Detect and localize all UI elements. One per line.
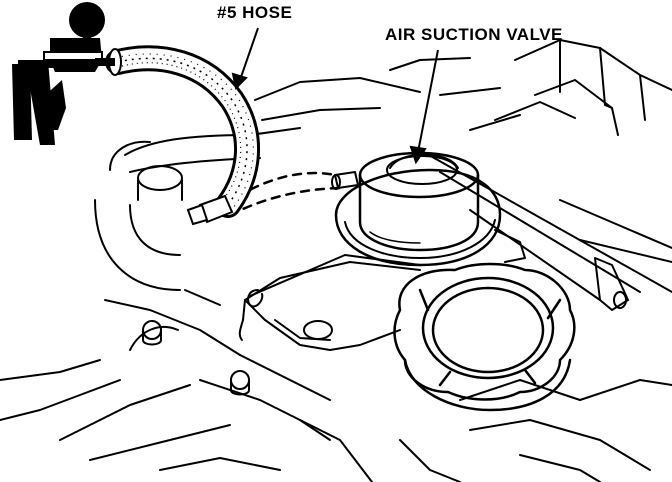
hose-routing-dashed — [223, 171, 347, 217]
valve-label: AIR SUCTION VALVE — [385, 25, 563, 44]
air-suction-valve — [331, 151, 526, 267]
vacuum-pump-icon — [12, 2, 115, 145]
engine-block — [0, 39, 672, 482]
mounting-bracket — [238, 254, 421, 351]
hose-label: #5 HOSE — [217, 3, 293, 22]
leader-lines — [231, 27, 439, 165]
filler-cap — [393, 262, 576, 412]
hose-5 — [105, 45, 261, 226]
